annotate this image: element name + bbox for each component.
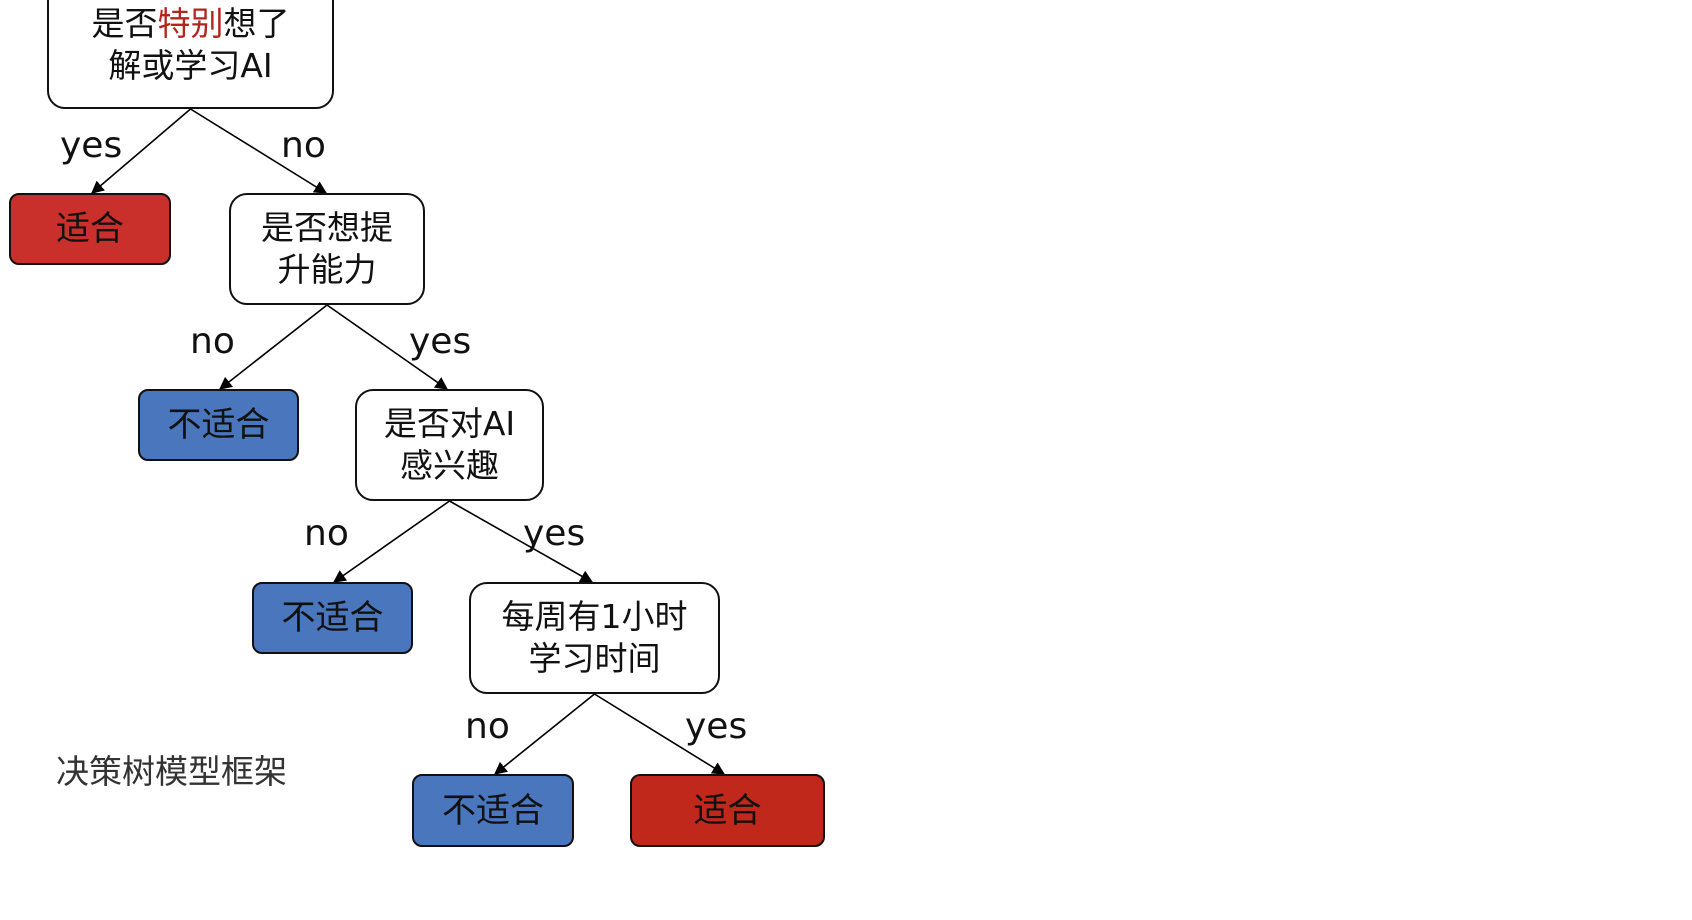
edge-label-yes: yes [409, 321, 472, 362]
edge-arrow-no [218, 304, 328, 390]
question-text-segment: 是否想提 升能力 [261, 208, 393, 289]
edge-label-no: no [465, 706, 510, 747]
leaf-node-unsuitable: 不适合 [138, 389, 299, 461]
leaf-node-unsuitable: 不适合 [412, 774, 574, 847]
question-text-segment: 是否对AI 感兴趣 [383, 404, 516, 485]
question-text-segment: 每周有1小时 学习时间 [501, 597, 688, 678]
question-node: 每周有1小时 学习时间 [469, 582, 720, 694]
question-node: 是否对AI 感兴趣 [355, 389, 544, 501]
edge-label-yes: yes [523, 513, 586, 554]
leaf-label: 不适合 [281, 598, 384, 638]
highlighted-text: 特别 [157, 3, 224, 43]
question-text: 是否想提 升能力 [261, 207, 393, 291]
edge-label-no: no [304, 513, 349, 554]
edge-arrow-no [332, 500, 450, 583]
question-text-segment: 想了 解或学习AI [108, 3, 290, 85]
edge-label-yes: yes [685, 706, 748, 747]
edge-label-no: no [190, 321, 235, 362]
leaf-label: 不适合 [442, 790, 544, 831]
leaf-node-suitable: 适合 [9, 193, 171, 265]
leaf-node-suitable: 适合 [630, 774, 825, 847]
diagram-caption: 决策树模型框架 [56, 752, 287, 791]
leaf-label: 不适合 [167, 405, 270, 445]
edge-arrow-no [494, 693, 596, 775]
question-text-segment: 是否 [91, 3, 158, 43]
question-text: 是否特别想了 解或学习AI [92, 3, 290, 87]
leaf-label: 适合 [56, 209, 124, 249]
edge-label-no: no [281, 125, 326, 166]
edge-label-yes: yes [60, 125, 123, 166]
question-text: 每周有1小时 学习时间 [502, 596, 688, 680]
leaf-node-unsuitable: 不适合 [252, 582, 413, 654]
question-text: 是否对AI 感兴趣 [384, 403, 515, 487]
question-node: 是否想提 升能力 [229, 193, 425, 305]
leaf-label: 适合 [693, 790, 762, 831]
question-node: 是否特别想了 解或学习AI [47, 0, 334, 109]
